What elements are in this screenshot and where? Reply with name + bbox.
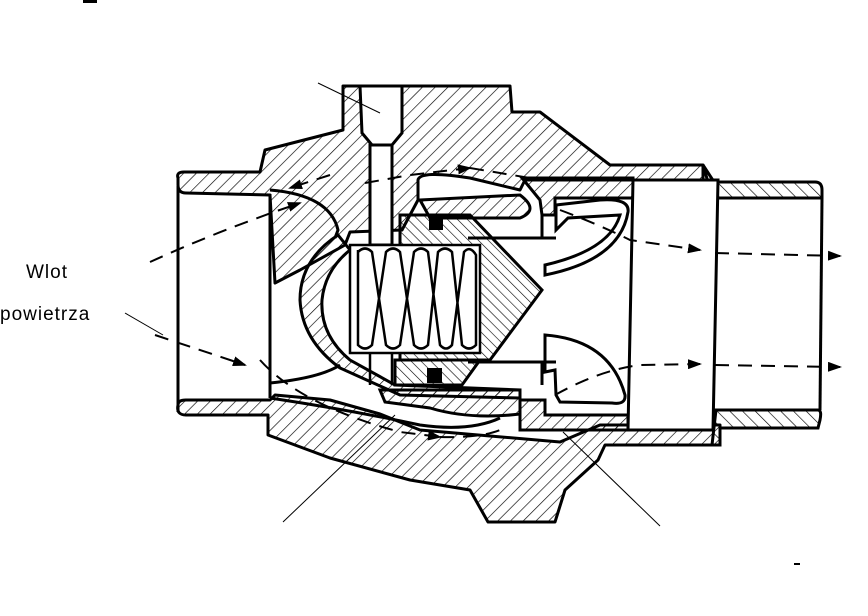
airflow-arrows: [149, 164, 842, 441]
left-inlet-sleeve: [176, 186, 501, 429]
seals: [427, 217, 443, 383]
cone-chamber-wall: [298, 232, 522, 400]
outlet-vanes: [468, 198, 630, 405]
arrow-upper-vane: [559, 209, 702, 254]
scan-mark-top: [83, 0, 97, 3]
leader-plug: [317, 82, 381, 114]
spring: [348, 243, 482, 385]
arrow-inlet-bottom: [154, 334, 247, 366]
arrow-lower-vane: [554, 359, 702, 396]
leader-lower-housing: [562, 431, 661, 527]
leader-lines: [124, 82, 661, 527]
arrow-top-left-small: [288, 174, 331, 190]
inlet-label-line-1: Wlot: [26, 262, 68, 283]
inner-flange-plates: [377, 176, 635, 432]
arrow-lower-flow-2: [439, 429, 501, 439]
scan-mark-bottom: [794, 563, 800, 565]
outlet-sleeve-edges: [818, 197, 824, 411]
leader-inlet-label: [124, 312, 164, 336]
leader-piston-seat: [282, 414, 396, 523]
seal-bottom: [427, 368, 442, 383]
arrow-inlet-top: [149, 202, 302, 263]
inlet-label-line-2: powietrza: [0, 304, 91, 325]
outlet-ring: [626, 178, 720, 432]
arrow-upper-channel-2: [469, 167, 531, 179]
housing-body: [176, 84, 722, 524]
seal-top: [429, 217, 443, 230]
arrow-lower-flow: [259, 359, 442, 441]
right-outlet-sleeve: [701, 164, 824, 447]
arrow-lower-outlet: [714, 361, 842, 372]
arrow-upper-outlet: [714, 250, 842, 261]
